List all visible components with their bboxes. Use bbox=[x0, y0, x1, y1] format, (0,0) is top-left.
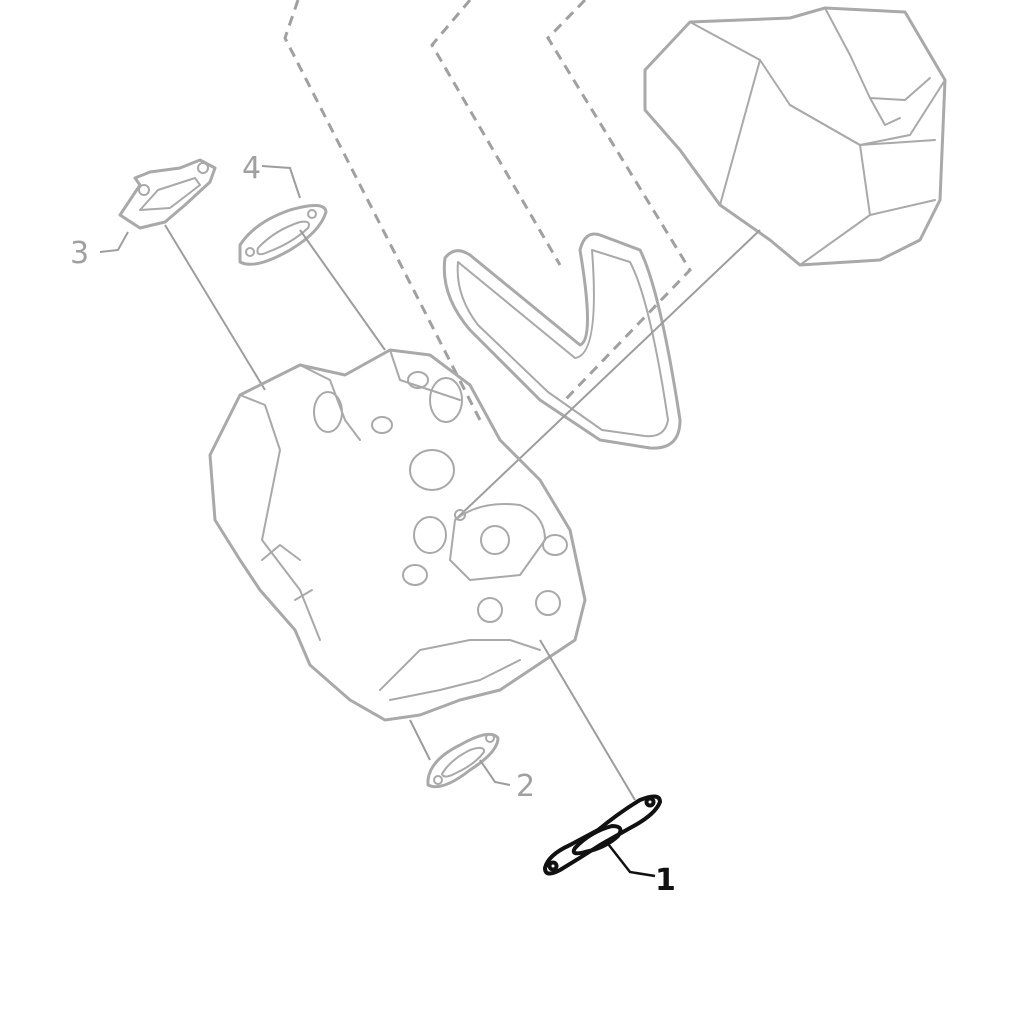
filter-leader-line bbox=[454, 229, 761, 521]
filter-cover bbox=[643, 6, 947, 267]
gasket-3 bbox=[118, 158, 217, 230]
gasket-3-guide-line bbox=[164, 224, 266, 391]
gasket-2-guide-line bbox=[409, 719, 431, 761]
callout-3-label: 3 bbox=[70, 236, 89, 271]
gasket-4 bbox=[238, 204, 328, 266]
callout-1-label: 1 bbox=[655, 863, 676, 898]
callout-2-leader bbox=[479, 759, 511, 786]
gasket-1-guide-line bbox=[539, 639, 636, 801]
loop-seal bbox=[442, 232, 682, 450]
callout-1-leader bbox=[604, 839, 656, 878]
callout-2-label: 2 bbox=[516, 769, 535, 804]
callout-4-leader bbox=[261, 165, 301, 199]
callout-4-label: 4 bbox=[242, 151, 261, 186]
gasket-4-guide-line bbox=[299, 229, 386, 351]
assembly-guide-lines bbox=[283, 0, 692, 421]
gasket-1 bbox=[543, 794, 662, 876]
gasket-2 bbox=[426, 732, 500, 789]
manifold-body bbox=[208, 348, 587, 722]
callout-3-leader bbox=[99, 231, 129, 253]
